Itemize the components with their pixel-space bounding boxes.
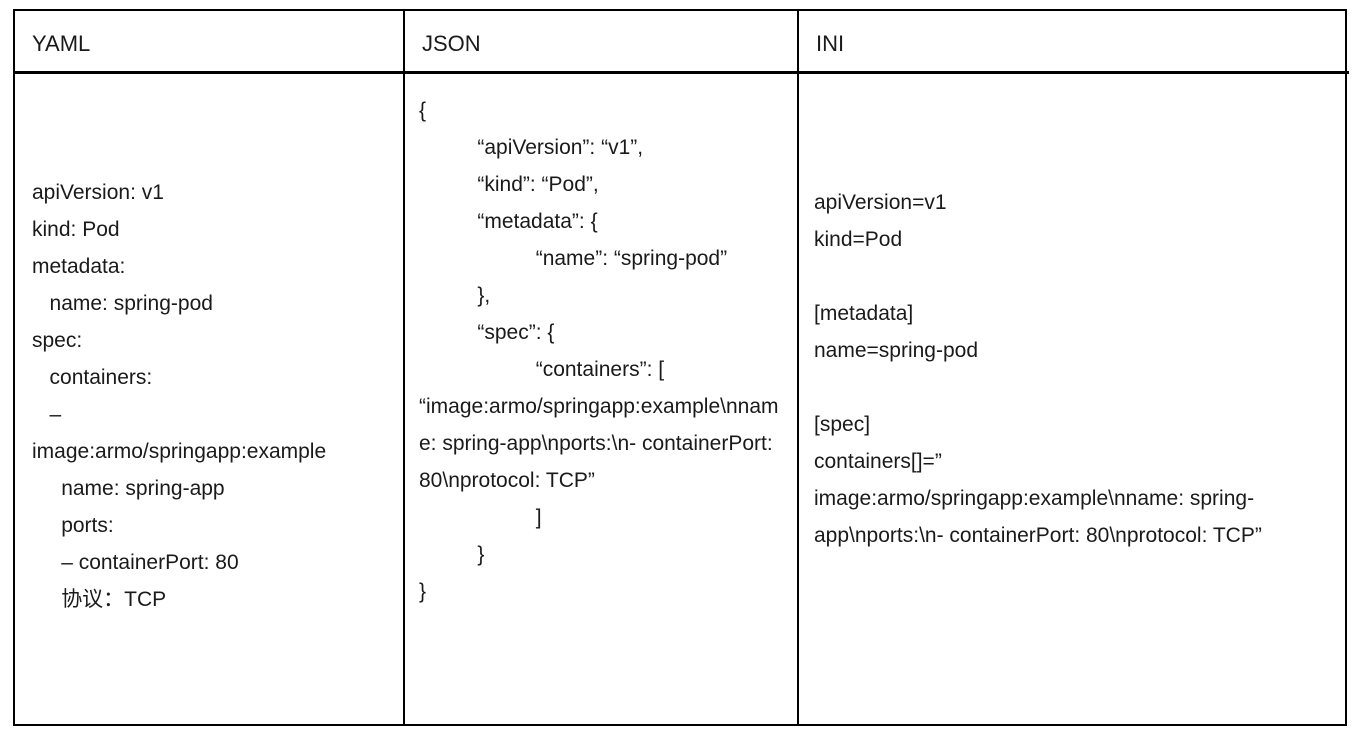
column-header-json: JSON <box>403 11 798 74</box>
format-comparison-table: YAML JSON INI apiVersion: v1 kind: Pod m… <box>15 11 1349 725</box>
table-header-row: YAML JSON INI <box>15 11 1349 74</box>
column-header-yaml: YAML <box>15 11 404 74</box>
cell-yaml: apiVersion: v1 kind: Pod metadata: name:… <box>15 73 404 726</box>
column-header-ini-label: INI <box>816 31 845 56</box>
comparison-table-frame: YAML JSON INI apiVersion: v1 kind: Pod m… <box>13 9 1349 726</box>
ini-code-block: apiVersion=v1 kind=Pod [metadata] name=s… <box>814 191 1262 547</box>
column-header-ini: INI <box>797 11 1349 74</box>
column-header-json-label: JSON <box>422 31 481 56</box>
json-code-block: { “apiVersion”: “v1”, “kind”: “Pod”, “me… <box>419 99 779 603</box>
column-header-yaml-label: YAML <box>32 31 91 56</box>
cell-ini: apiVersion=v1 kind=Pod [metadata] name=s… <box>797 72 1349 725</box>
cell-json: { “apiVersion”: “v1”, “kind”: “Pod”, “me… <box>403 72 798 725</box>
yaml-code-block: apiVersion: v1 kind: Pod metadata: name:… <box>32 181 327 611</box>
table-body-row: apiVersion: v1 kind: Pod metadata: name:… <box>15 72 1349 726</box>
